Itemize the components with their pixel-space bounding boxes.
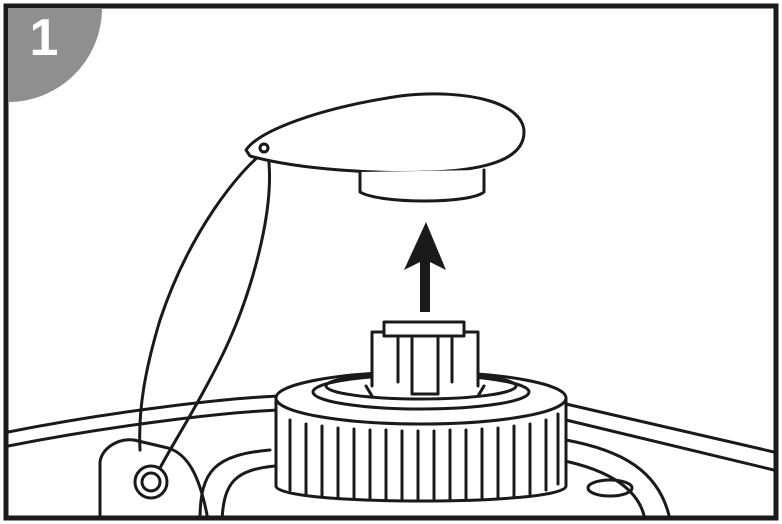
device-housing <box>8 394 774 516</box>
frame-border <box>3 3 779 521</box>
step-badge <box>8 8 102 102</box>
up-arrow-icon <box>404 222 446 312</box>
protective-cap <box>244 92 526 203</box>
tether-cord <box>138 150 271 470</box>
connector-collar <box>274 370 568 503</box>
step-number: 1 <box>29 9 59 67</box>
tether-mount <box>98 438 209 516</box>
connector-plug <box>364 320 486 398</box>
